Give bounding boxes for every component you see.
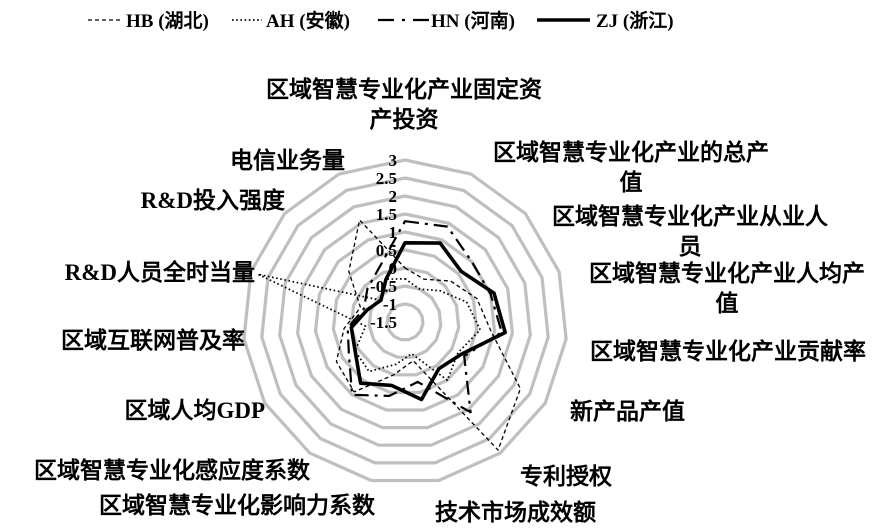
grid-ring [295,212,515,430]
legend: HB (湖北) AH (安徽) HN (河南) ZJ (浙江) [88,9,674,32]
axis-label-line: 技术市场成效额 [435,499,596,525]
grid-ring [385,302,425,342]
radial-tick-label: 1.5 [376,205,397,224]
axis-label-line: 区域智慧专业化感应度系数 [34,457,311,483]
axis-label-line: 区域智慧专业化产业固定资 [266,76,542,102]
radar-series [256,219,522,451]
axis-label-0: 区域智慧专业化产业固定资产投资 [266,76,542,132]
series-line-zj [349,241,508,402]
axis-label-13: R&D投入强度 [141,187,286,213]
radar-grid [242,158,568,483]
legend-label-hb: HB (湖北) [126,10,209,32]
axis-label-2: 区域智慧专业化产业从业人员 [552,203,829,259]
axis-label-10: 区域人均GDP [124,397,265,423]
axis-label-line: 新产品产值 [570,398,685,424]
radial-tick-label: -1.5 [370,313,397,332]
legend-label-hn: HN (河南) [431,10,515,32]
series-line-hn [346,220,503,414]
radial-tick-label: -1 [383,295,397,314]
axis-label-3: 区域智慧专业化产业人均产值 [589,260,865,316]
axis-label-line: 产投资 [370,106,439,132]
legend-label-ah: AH (安徽) [266,9,350,32]
axis-label-line: 区域智慧专业化产业贡献率 [590,338,866,364]
axis-label-line: 区域智慧专业化影响力系数 [99,492,376,518]
axis-label-line: R&D投入强度 [141,187,286,213]
legend-item-hn: HN (河南) [378,10,515,32]
axis-label-line: 员 [679,234,702,259]
axis-label-14: 电信业务量 [230,147,345,173]
grid-ring [278,194,532,447]
axis-label-line: 电信业务量 [230,147,345,173]
axis-label-line: 值 [716,290,739,316]
axis-label-7: 技术市场成效额 [435,499,596,525]
legend-label-zj: ZJ (浙江) [596,9,674,32]
axis-label-6: 专利授权 [520,463,612,489]
axis-label-line: 专利授权 [520,463,612,489]
series-zj [349,241,508,402]
axis-label-5: 新产品产值 [570,398,685,424]
grid-ring [260,176,550,465]
axis-label-line: 值 [620,169,643,195]
axis-label-1: 区域智慧专业化产业的总产值 [493,139,769,195]
axis-label-line: 区域互联网普及率 [61,327,245,353]
axis-label-8: 区域智慧专业化影响力系数 [99,492,376,518]
series-line-hb [335,219,522,451]
axis-label-line: 区域智慧专业化产业人均产 [589,260,865,286]
radial-tick-label: 1 [389,223,398,242]
legend-item-zj: ZJ (浙江) [537,9,674,32]
grid-ring [313,230,497,412]
series-hn [346,220,503,414]
radial-tick-label: 3 [389,151,398,170]
axis-label-12: R&D人员全时当量 [65,259,255,285]
axis-label-line: 区域智慧专业化产业的总产 [493,139,769,165]
legend-item-hb: HB (湖北) [88,10,209,32]
axis-label-9: 区域智慧专业化感应度系数 [34,457,311,483]
legend-item-ah: AH (安徽) [232,9,350,32]
axis-label-line: 区域人均GDP [124,397,265,423]
radial-tick-label: 2.5 [376,169,397,188]
axis-label-line: R&D人员全时当量 [65,259,255,285]
grid-ring [242,158,568,483]
axis-label-11: 区域互联网普及率 [61,327,245,353]
axis-label-4: 区域智慧专业化产业贡献率 [590,338,866,364]
axis-label-line: 区域智慧专业化产业从业人 [552,203,829,229]
axis-labels: 区域智慧专业化产业固定资产投资区域智慧专业化产业的总产值区域智慧专业化产业从业人… [34,76,866,525]
series-hb [335,219,522,451]
radial-tick-label: 2 [389,187,398,206]
